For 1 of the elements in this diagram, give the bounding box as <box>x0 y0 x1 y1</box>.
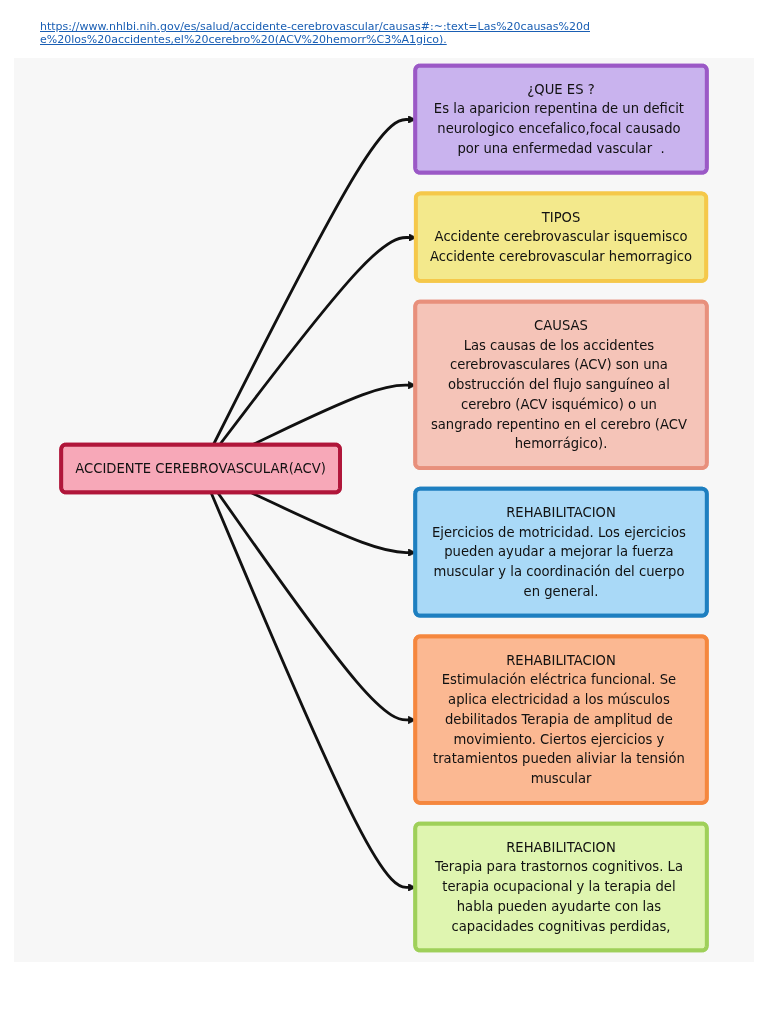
link-text: https://www.nhlbi.nih.gov/es/salud/accidente-cerebrovascular/causas#:~:text=Las%20causas%20de%20los%20accidentes,el%20cerebro%20(ACV%20hemorr%C3%A1gico). <box>40 20 591 46</box>
